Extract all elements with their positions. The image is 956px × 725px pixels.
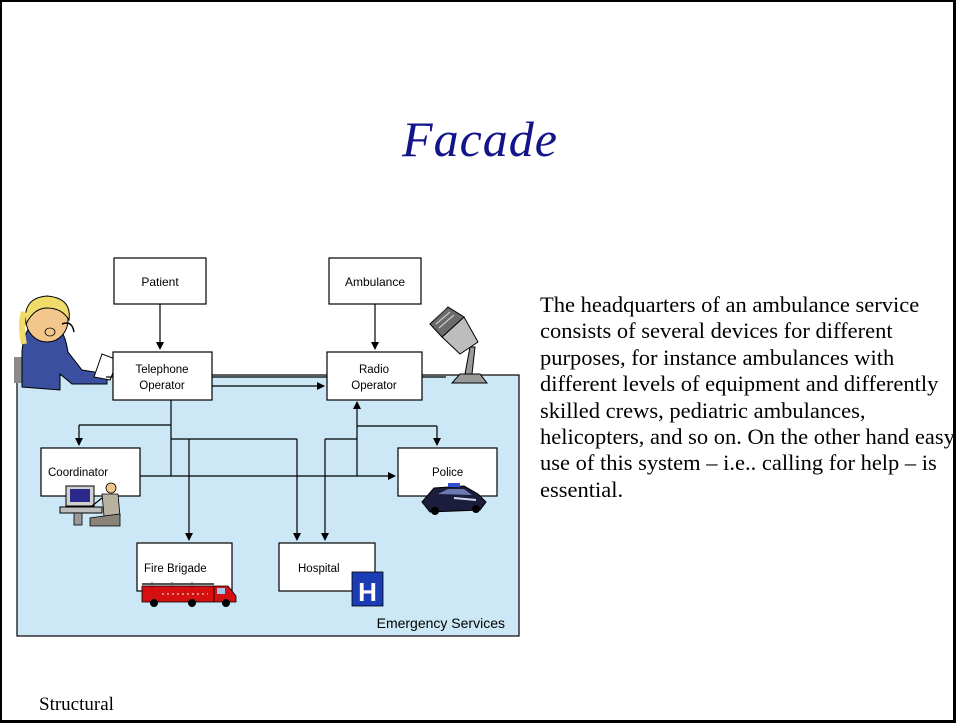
emergency-services-label: Emergency Services [377,615,505,631]
node-label-telephone-line2: Operator [139,380,185,392]
fire-truck-icon [141,582,237,607]
node-hospital: Hospital [278,542,376,592]
computer-operator-icon [59,482,121,527]
node-ambulance: Ambulance [328,257,422,305]
hospital-sign-letter: H [358,577,377,607]
node-label-coordinator: Coordinator [48,467,108,479]
node-label-fire-brigade: Fire Brigade [144,563,207,575]
slide-footer: Structural [39,694,114,715]
hospital-sign-icon: H [351,571,384,607]
node-label-hospital: Hospital [298,563,340,575]
node-label-police: Police [432,467,463,479]
connection-lines [75,304,446,541]
police-car-icon [421,483,487,515]
microphone-icon [429,306,489,384]
slide-body-text: The headquarters of an ambulance service… [540,292,955,502]
node-patient: Patient [113,257,207,305]
node-label-patient: Patient [141,275,179,289]
node-label-radio-line2: Operator [351,380,397,392]
node-label-radio-line1: Radio [359,364,389,376]
node-telephone-operator: Telephone Operator [112,351,213,401]
node-radio-operator: Radio Operator [326,351,423,401]
node-label-telephone-line1: Telephone [135,364,188,376]
operator-with-headset-icon [14,295,119,391]
node-label-ambulance: Ambulance [345,275,405,289]
slide-title: Facade [402,111,558,167]
